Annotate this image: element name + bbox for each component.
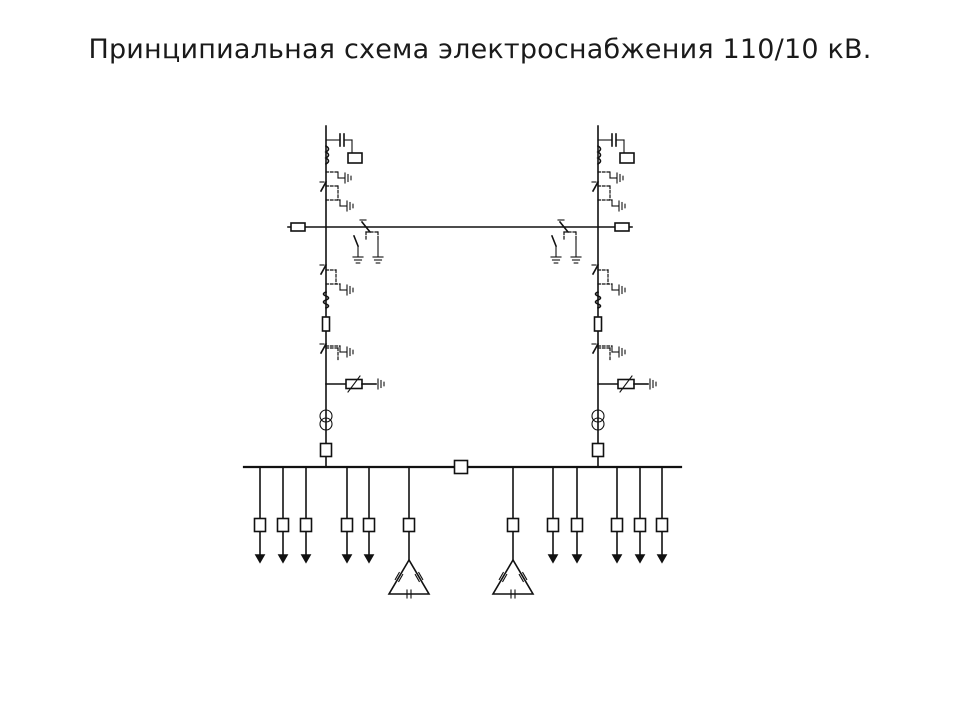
capacitor-plate xyxy=(518,573,525,583)
transformer-disconnector xyxy=(319,263,328,276)
bridge-disconnector-blade xyxy=(360,220,372,234)
10kv-feeders xyxy=(253,466,669,564)
incoming-breaker-10kv xyxy=(591,442,605,458)
bridge-earthing-blade xyxy=(352,234,360,248)
feeder-arrow xyxy=(254,554,266,564)
left-110kv-incomer xyxy=(319,125,385,468)
line-disconnector xyxy=(319,180,328,193)
capacitor-bank xyxy=(491,466,535,599)
separator-box xyxy=(593,316,603,332)
capacitor-delta xyxy=(491,558,535,595)
outgoing-feeder xyxy=(299,466,313,564)
capacitor-symbol xyxy=(518,571,528,583)
power-transformer-winding-lv xyxy=(319,417,333,431)
line-trap-coil xyxy=(596,144,602,166)
feeder-breaker xyxy=(610,517,624,533)
feeder-arrow xyxy=(571,554,583,564)
feeder-breaker xyxy=(362,517,376,533)
feeder-arrow xyxy=(341,554,353,564)
bridge-earthing-blade xyxy=(550,234,558,248)
surge-arrester-slash xyxy=(619,375,633,393)
capacitor-plate xyxy=(397,573,404,583)
capacitor-bank-breaker xyxy=(506,517,520,533)
surge-arrester-slash xyxy=(347,375,361,393)
feeder-breaker xyxy=(276,517,290,533)
capacitor-plate xyxy=(501,573,508,583)
feeder-breaker xyxy=(299,517,313,533)
current-transformer-coil xyxy=(594,290,602,310)
outgoing-feeder xyxy=(546,466,560,564)
outgoing-feeder xyxy=(633,466,647,564)
capacitor-symbol xyxy=(498,571,508,583)
incoming-breaker-10kv xyxy=(319,442,333,458)
short-circuiter xyxy=(319,342,328,355)
outgoing-feeder xyxy=(570,466,584,564)
line-trap-coil xyxy=(324,144,330,166)
feeder-breaker xyxy=(546,517,560,533)
capacitor-banks xyxy=(387,466,535,599)
feeder-arrow xyxy=(277,554,289,564)
feeder-arrow xyxy=(363,554,375,564)
capacitor-bank-breaker xyxy=(402,517,416,533)
capacitor-plate xyxy=(394,571,401,581)
capacitor-plate xyxy=(498,571,505,581)
capacitor-symbol xyxy=(414,571,424,583)
capacitor-plate xyxy=(521,571,528,581)
feeder-arrow xyxy=(656,554,668,564)
right-line-terminal-box xyxy=(614,222,630,232)
capacitor-bank xyxy=(387,466,431,599)
bus-sectional-breaker xyxy=(453,459,469,475)
outgoing-feeder xyxy=(253,466,267,564)
10kv-busbar xyxy=(242,459,683,475)
power-transformer-winding-hv xyxy=(319,409,333,423)
feeder-breaker xyxy=(655,517,669,533)
capacitor-symbol xyxy=(394,571,404,583)
capacitor-symbol xyxy=(510,589,516,599)
current-transformer-coil xyxy=(322,290,330,310)
capacitor-delta xyxy=(387,558,431,595)
slide-title: Принципиальная схема электроснабжения 11… xyxy=(88,34,872,65)
communication-filter-box xyxy=(619,152,635,164)
feeder-breaker xyxy=(570,517,584,533)
feeder-breaker xyxy=(253,517,267,533)
left-line-terminal-box xyxy=(290,222,306,232)
feeder-arrow xyxy=(547,554,559,564)
outgoing-feeder xyxy=(276,466,290,564)
outgoing-feeder xyxy=(340,466,354,564)
separator-box xyxy=(321,316,331,332)
power-transformer-winding-lv xyxy=(591,417,605,431)
outgoing-feeder xyxy=(610,466,624,564)
power-transformer-winding-hv xyxy=(591,409,605,423)
line-disconnector xyxy=(591,180,600,193)
communication-filter-box xyxy=(347,152,363,164)
capacitor-plate xyxy=(414,573,421,583)
capacitor-plate xyxy=(417,571,424,581)
outgoing-feeder xyxy=(655,466,669,564)
transformer-disconnector xyxy=(591,263,600,276)
capacitor-symbol xyxy=(406,589,412,599)
feeder-breaker xyxy=(633,517,647,533)
short-circuiter xyxy=(591,342,600,355)
feeder-arrow xyxy=(300,554,312,564)
110kv-bridge-line xyxy=(287,219,633,264)
right-110kv-incomer xyxy=(591,125,657,468)
feeder-arrow xyxy=(634,554,646,564)
feeder-breaker xyxy=(340,517,354,533)
bridge-disconnector-blade xyxy=(558,220,570,234)
outgoing-feeder xyxy=(362,466,376,564)
feeder-arrow xyxy=(611,554,623,564)
